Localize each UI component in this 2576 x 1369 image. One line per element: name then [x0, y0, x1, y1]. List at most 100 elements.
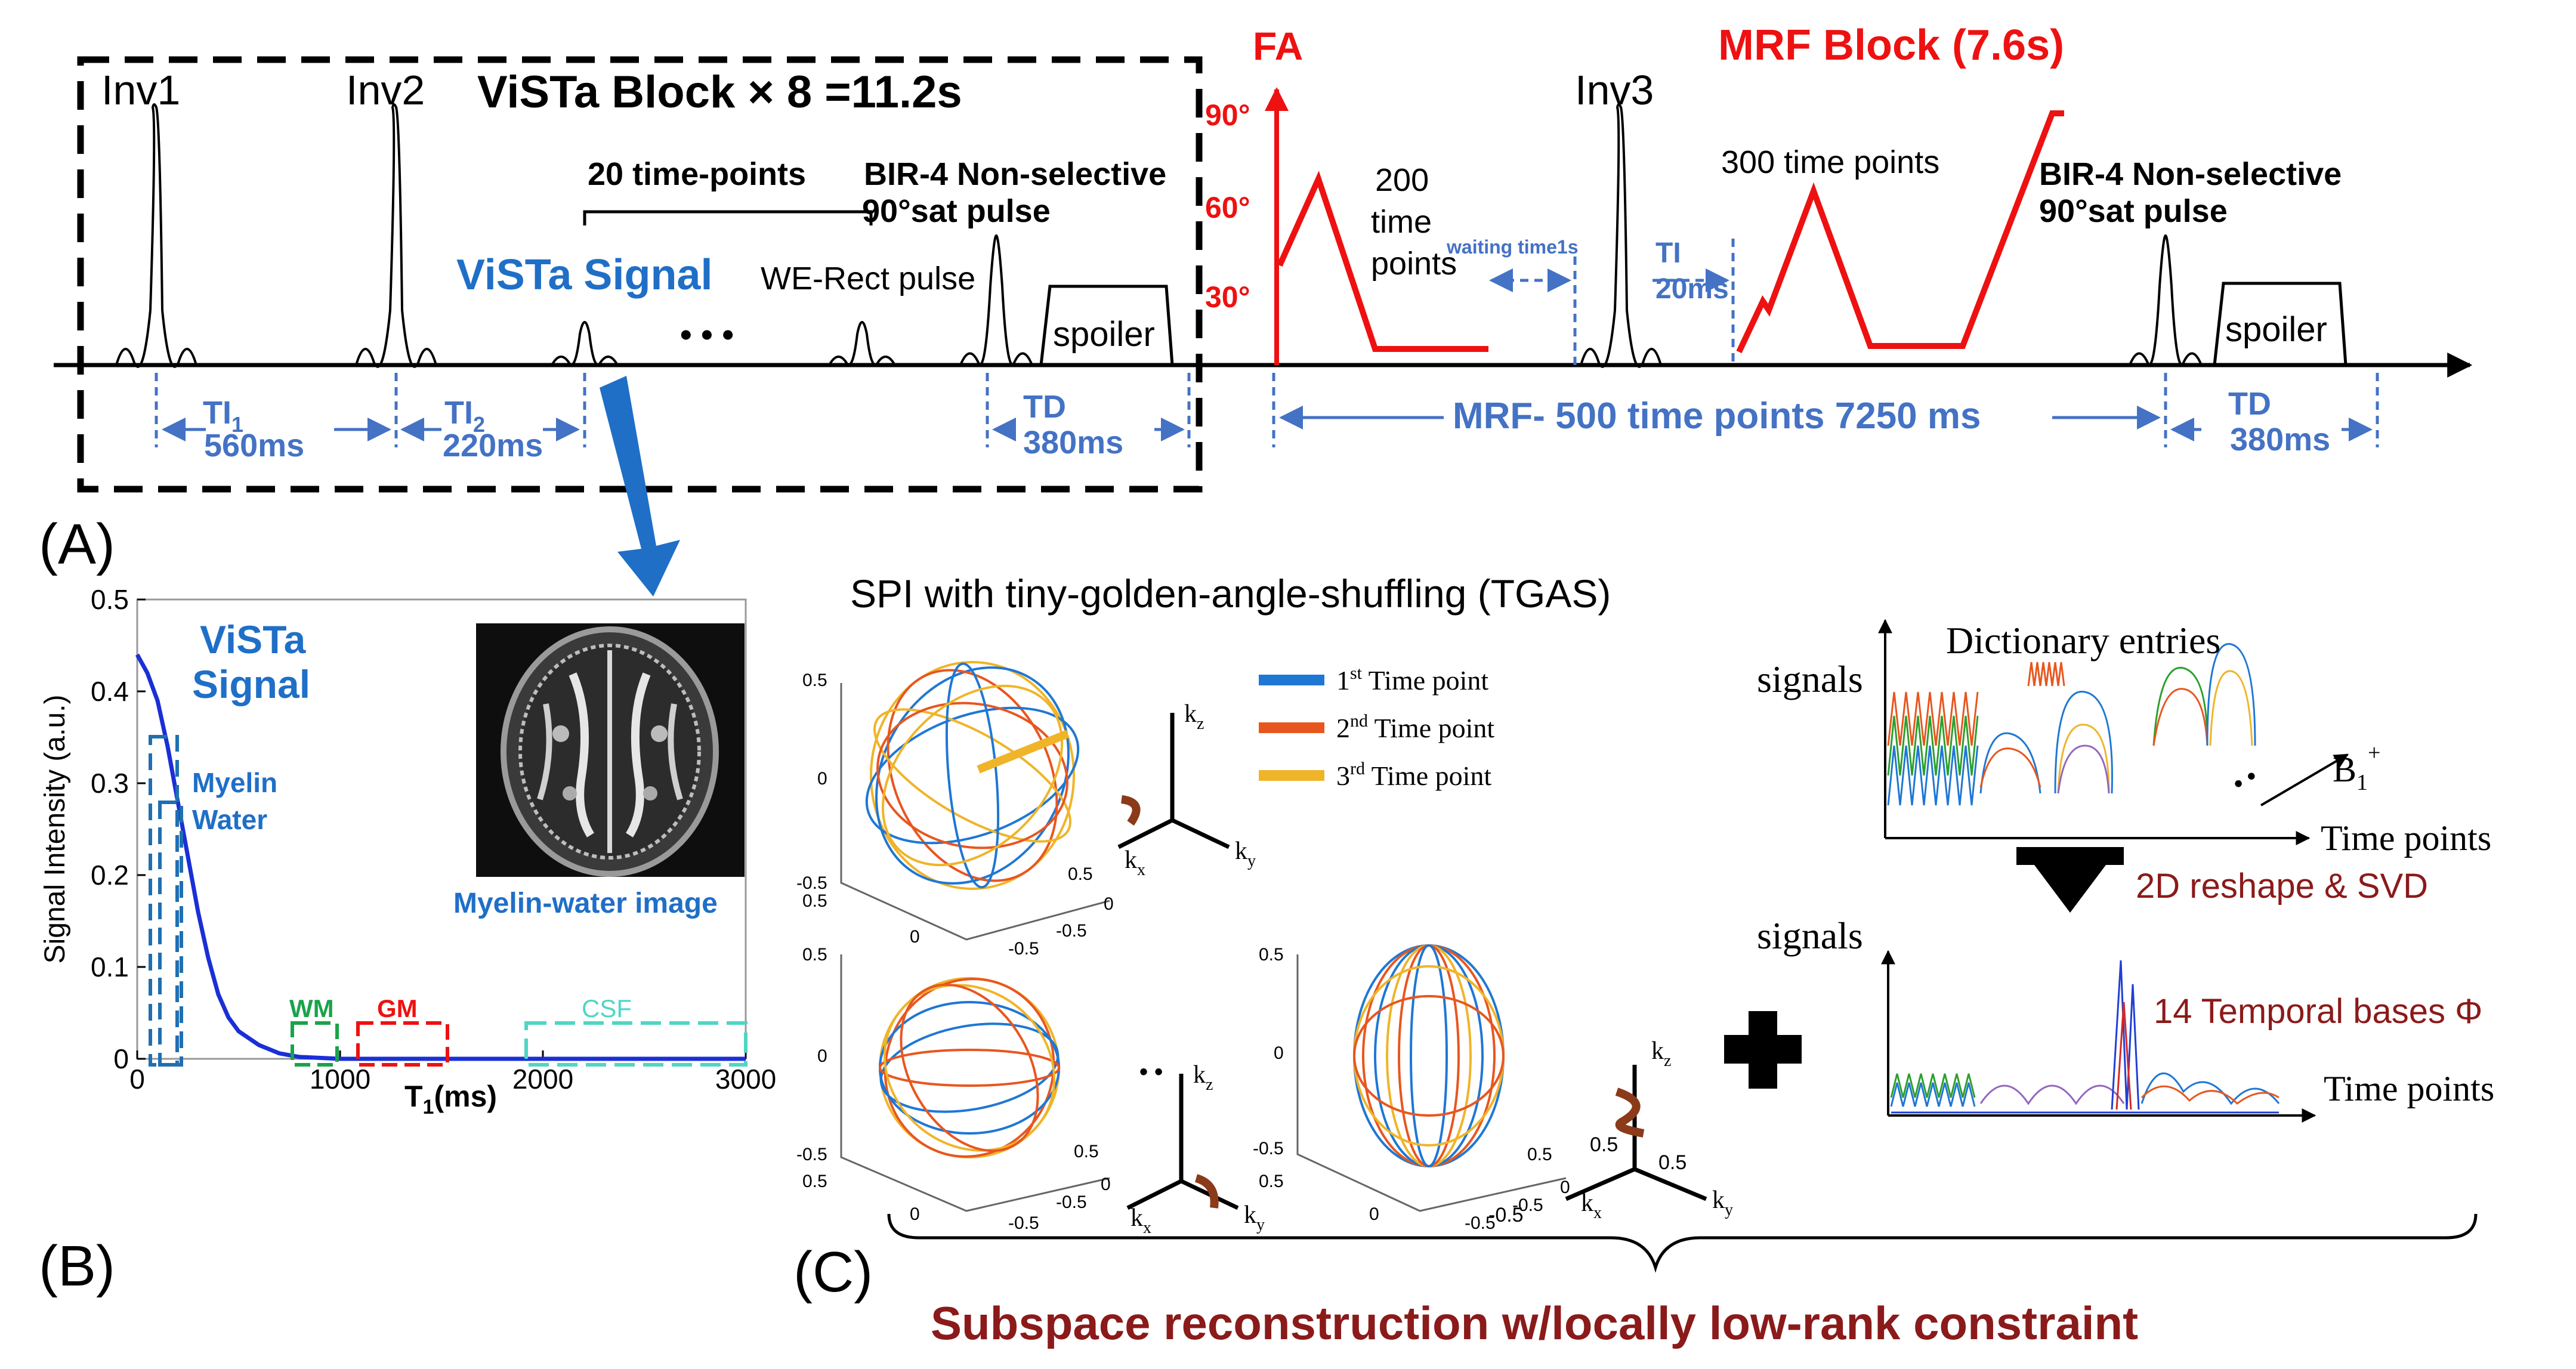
ti2-label: TI2	[444, 395, 485, 437]
tp300-label: 300 time points	[1721, 144, 1939, 180]
plot3-tick-z-3: -0.5	[1512, 1195, 1543, 1215]
inv1-label: Inv1	[101, 67, 180, 113]
timing-arrows	[162, 268, 2373, 441]
chart-xlabel: T1(ms)	[404, 1080, 497, 1118]
plus-sign	[1724, 1011, 1802, 1089]
axes3-tick-2: 0.5	[1658, 1151, 1687, 1174]
k-axes-3	[1565, 1065, 1707, 1201]
time-points-label-2: Time points	[2324, 1069, 2494, 1108]
k-axes-2-dots: • •	[1139, 1059, 1163, 1085]
myelin-label-2: Water	[192, 804, 267, 835]
b1-label: B1+	[2333, 740, 2380, 795]
inversion-pulse-3	[1580, 103, 1662, 368]
y-tick-label: 0.2	[91, 860, 129, 891]
plot2-tick-z-1: 0	[1101, 1175, 1111, 1194]
td-label-1: TD	[1023, 389, 1066, 425]
dictionary-entries-label: Dictionary entries	[1946, 619, 2220, 662]
k-axes-1-kz: kz	[1184, 700, 1204, 733]
we-rect-label: WE-Rect pulse	[761, 261, 975, 296]
ti-value: 20ms	[1655, 273, 1729, 305]
k-axes-3-ky: ky	[1712, 1186, 1733, 1219]
y-tick-label: 0	[113, 1043, 129, 1074]
temporal-bases-plot	[1881, 950, 2316, 1123]
down-arrow	[600, 376, 680, 597]
vista-block-title: ViSTa Block × 8 =11.2s	[477, 67, 962, 118]
bir4-label-1a: BIR-4 Non-selective	[864, 156, 1166, 192]
plot2-tick-y-mid: 0	[817, 1046, 827, 1066]
bir4-label-1b: 90°sat pulse	[862, 193, 1051, 229]
chart-ylabel: Signal Intensity (a.u.)	[39, 695, 71, 964]
ellipsis: • • •	[680, 316, 734, 353]
inversion-pulse-2	[355, 103, 437, 368]
reshape-svd-label: 2D reshape & SVD	[2136, 867, 2428, 906]
plot3-tick-x-2: 0	[1369, 1204, 1379, 1224]
plot3-tick-z-1: 0	[1560, 1178, 1570, 1197]
timing-markers	[155, 239, 2379, 447]
panel-c: SPI with tiny-golden-angle-shuffling (TG…	[793, 571, 2494, 1349]
spoiler-gradient-1	[1039, 285, 1174, 366]
we-rect-pulse	[828, 321, 896, 366]
waiting-time-label: waiting time1s	[1446, 236, 1579, 258]
wm-label: WM	[289, 994, 334, 1022]
k-axes-2-ky: ky	[1244, 1201, 1265, 1234]
signals-label-1: signals	[1757, 658, 1863, 700]
plot1-tick-y-bot: -0.5	[796, 873, 827, 893]
k-axes-2-kx: kx	[1131, 1204, 1151, 1237]
dict-dots: • •	[2228, 763, 2262, 798]
myelin-label-1: Myelin	[192, 767, 277, 798]
plot3-tick-x-3: -0.5	[1465, 1213, 1496, 1233]
vista-signal-label: ViSTa Signal	[456, 251, 712, 299]
x-tick-label: 0	[129, 1064, 145, 1095]
bir4-sat-pulse-2	[2129, 234, 2203, 366]
k-axes-1	[1117, 713, 1230, 849]
y-tick-label: 0.1	[91, 951, 129, 982]
plot1-tick-z-1: 0	[1104, 894, 1114, 914]
k-axes-3-kz: kz	[1651, 1037, 1671, 1070]
vista-signal-b2: Signal	[192, 662, 310, 706]
myelin-box-inner	[158, 801, 183, 1067]
legend-label: 1st Time point	[1336, 663, 1488, 696]
plot2-tick-x-1: 0.5	[802, 1172, 827, 1191]
csf-label: CSF	[582, 994, 632, 1022]
plot3-tick-y-bot: -0.5	[1253, 1139, 1284, 1158]
brain-slice	[501, 626, 719, 877]
legend-label: 3rd Time point	[1336, 759, 1491, 791]
plot1-tick-z-2: 0.5	[1068, 864, 1093, 884]
inv2-label: Inv2	[346, 67, 425, 113]
mrf-block-title: MRF Block (7.6s)	[1718, 21, 2064, 69]
fa-label: FA	[1253, 24, 1303, 68]
mrf-span-label: MRF- 500 time points 7250 ms	[1453, 395, 1981, 437]
csf-box	[524, 1021, 748, 1067]
tp200-line3: points	[1371, 246, 1457, 282]
svd-arrow	[2016, 847, 2124, 913]
inv3-label: Inv3	[1575, 67, 1654, 113]
time-points-label-1: Time points	[2321, 818, 2491, 858]
temporal-bases-label: 14 Temporal bases Φ	[2154, 992, 2482, 1031]
td-value-1: 380ms	[1023, 425, 1123, 461]
gm-label: GM	[377, 994, 418, 1022]
vista-block-box	[77, 56, 1203, 493]
vista-readout-pulse	[551, 321, 619, 366]
td-label-2: TD	[2228, 386, 2271, 422]
ti2-value: 220ms	[443, 428, 543, 463]
plot2-tick-z-2: 0.5	[1074, 1142, 1099, 1161]
myelin-box	[149, 735, 179, 1067]
y-tick-label: 0.4	[91, 676, 129, 707]
k-axes-2-kz: kz	[1193, 1061, 1213, 1094]
ti1-value: 560ms	[204, 428, 304, 463]
spi-title: SPI with tiny-golden-angle-shuffling (TG…	[850, 571, 1611, 616]
gm-box	[356, 1021, 449, 1067]
signal-curve	[135, 653, 746, 1061]
spoiler-label-1: spoiler	[1053, 315, 1155, 354]
plot1-tick-z-3: -0.5	[1056, 921, 1087, 941]
subspace-label: Subspace reconstruction w/locally low-ra…	[931, 1297, 2138, 1349]
myelin-image-caption: Myelin-water image	[453, 888, 718, 919]
tp200-line2: time	[1371, 204, 1432, 240]
plot2-tick-x-3: -0.5	[1008, 1213, 1039, 1233]
tgas-plot-2: 0.5 0 -0.5 0.5 0 -0.5 0 0.5 -0.5	[796, 945, 1111, 1233]
plot2-tick-z-3: -0.5	[1056, 1192, 1087, 1212]
x-tick-label: 1000	[310, 1064, 370, 1095]
